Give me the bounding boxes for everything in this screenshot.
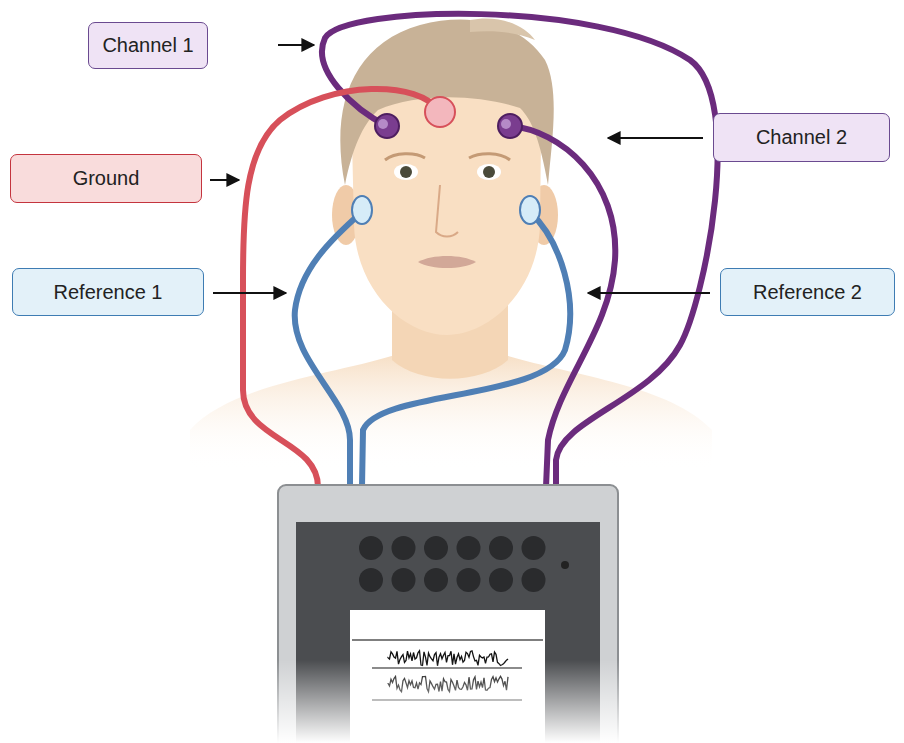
label-text: Channel 1: [102, 34, 193, 57]
indicator-light: [561, 561, 569, 569]
knob: [392, 536, 416, 560]
reference-2-wire: [362, 212, 570, 487]
knob: [522, 568, 546, 592]
eye: [477, 164, 501, 180]
channel-1-wire: [322, 14, 718, 487]
knob: [457, 536, 481, 560]
leader-arrow: [213, 292, 286, 294]
label-box: Reference 1: [12, 268, 204, 316]
reference-2-electrode: [520, 196, 540, 224]
knob: [392, 568, 416, 592]
eyebrow: [469, 154, 510, 160]
knob: [489, 536, 513, 560]
ground-wire: [243, 89, 440, 487]
hair: [340, 20, 553, 185]
leader-arrow: [608, 137, 703, 139]
leader-arrow: [210, 179, 239, 181]
channel-2-wire: [510, 126, 615, 487]
electrode-highlight: [378, 119, 388, 129]
bottom-fade: [270, 660, 630, 743]
label-box: Channel 2: [713, 113, 890, 162]
label-box: Reference 2: [720, 268, 895, 316]
channel-2-electrode: [498, 114, 522, 138]
label-text: Reference 1: [54, 281, 163, 304]
mouth: [418, 256, 476, 268]
knob: [489, 568, 513, 592]
paper-line: [352, 639, 543, 641]
electrode-highlight: [501, 119, 511, 129]
ground-electrode: [425, 97, 455, 127]
label-text: Channel 2: [756, 126, 847, 149]
nose: [436, 185, 458, 237]
hair-tuft: [470, 18, 535, 40]
knob: [359, 536, 383, 560]
channel-1-electrode: [375, 114, 399, 138]
knob: [457, 568, 481, 592]
label-text: Reference 2: [753, 281, 862, 304]
knob-row: [359, 536, 546, 592]
pupil: [483, 166, 495, 178]
leader-arrow: [588, 292, 710, 294]
pupil: [400, 166, 412, 178]
label-box: Channel 1: [88, 22, 208, 69]
eyebrow: [385, 154, 425, 160]
knob: [522, 536, 546, 560]
knob: [359, 568, 383, 592]
label-box: Ground: [10, 154, 202, 203]
label-text: Ground: [73, 167, 140, 190]
knob: [424, 568, 448, 592]
reference-1-electrode: [352, 196, 372, 224]
leader-arrow: [278, 44, 314, 46]
eye: [394, 164, 418, 180]
knob: [424, 536, 448, 560]
reference-1-wire: [295, 212, 362, 487]
